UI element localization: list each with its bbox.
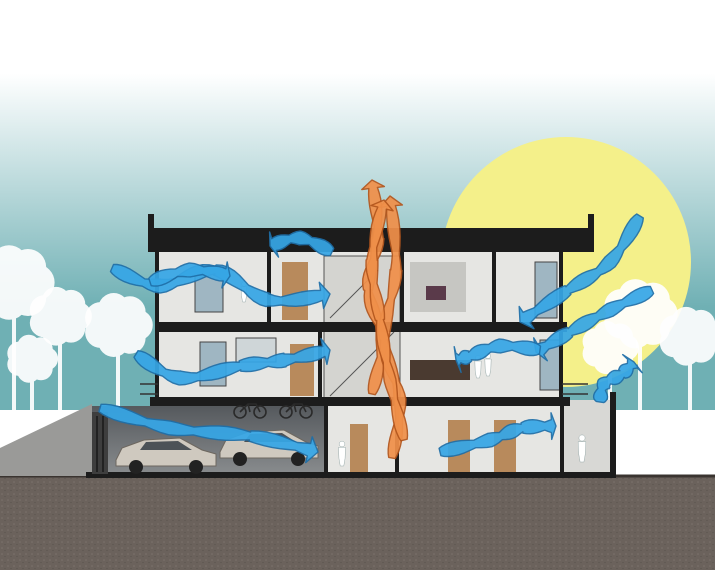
wall xyxy=(560,406,564,476)
ground-floor-slab xyxy=(86,472,616,478)
right-court xyxy=(562,400,612,476)
upper-floor-slab xyxy=(155,322,567,332)
left-parapet xyxy=(148,214,154,252)
driveway-ramp xyxy=(0,404,92,476)
right-parapet xyxy=(588,214,594,252)
ground xyxy=(0,476,715,570)
wall xyxy=(492,252,496,322)
wall xyxy=(610,392,616,476)
door xyxy=(350,424,368,474)
garage-gate xyxy=(92,412,108,474)
person-icon xyxy=(338,441,345,466)
person-icon xyxy=(578,435,586,462)
wall xyxy=(267,252,271,322)
middle-floor-slab xyxy=(150,397,570,406)
wall xyxy=(324,406,328,476)
